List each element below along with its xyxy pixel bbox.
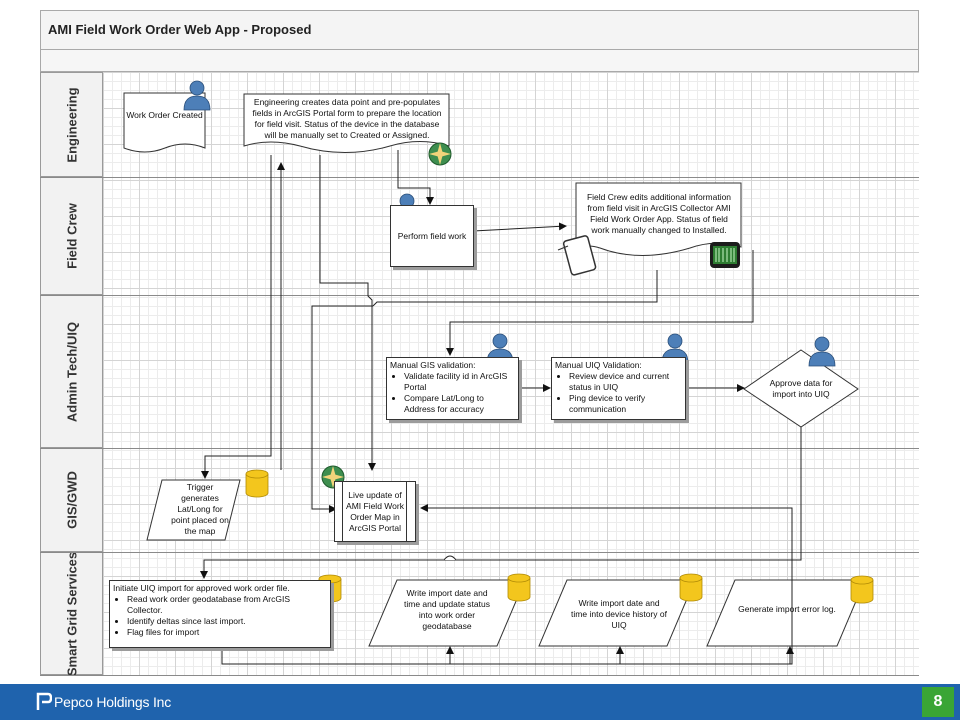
database-icon <box>245 469 269 498</box>
tablet-icon <box>557 235 597 276</box>
approve-data-text: Approve data for import into UIQ <box>769 378 833 399</box>
lane-header-admin-tech: Admin Tech/UIQ <box>40 295 103 448</box>
list-item: Validate facility id in ArcGIS Portal <box>404 371 515 393</box>
trigger-shape <box>146 479 241 541</box>
lane-divider <box>40 448 919 449</box>
perform-field-work-box: Perform field work <box>390 205 474 267</box>
diagram-title: AMI Field Work Order Web App - Proposed <box>48 22 312 37</box>
subprocess-bar <box>342 481 343 542</box>
field-crew-edits-text: Field Crew edits additional information … <box>586 192 732 235</box>
lane-divider <box>40 177 919 178</box>
write-import-history-shape <box>538 579 696 647</box>
footer-bar: Pepco Holdings Inc 8 <box>0 684 960 720</box>
database-icon <box>507 573 531 602</box>
manual-gis-title: Manual GIS validation: <box>390 360 476 370</box>
lane-divider <box>40 295 919 296</box>
manual-gis-list: Validate facility id in ArcGIS Portal Co… <box>390 371 515 415</box>
generate-error-log-text: Generate import error log. <box>738 604 836 614</box>
subheader-bar <box>40 50 919 72</box>
lane-divider <box>40 675 919 676</box>
manual-uiq-box: Manual UIQ Validation: Review device and… <box>551 357 686 420</box>
compass-icon <box>428 142 452 166</box>
list-item: Read work order geodatabase from ArcGIS … <box>127 594 327 616</box>
company-name: Pepco Holdings Inc <box>54 694 172 710</box>
list-item: Ping device to verify communication <box>569 393 682 415</box>
page-number-badge: 8 <box>922 687 954 717</box>
lane-header-smart-grid: Smart Grid Services <box>40 551 103 676</box>
write-import-history-text: Write import date and time into device h… <box>571 598 667 630</box>
work-order-created-text: Work Order Created <box>126 110 203 120</box>
lane-header-gis-gwd: GIS/GWD <box>40 448 103 552</box>
person-icon <box>183 80 211 111</box>
manual-uiq-list: Review device and current status in UIQ … <box>555 371 682 415</box>
list-item: Flag files for import <box>127 627 327 638</box>
write-import-status-shape <box>368 579 526 647</box>
pepco-logo-icon <box>36 692 52 710</box>
manual-gis-box: Manual GIS validation: Validate facility… <box>386 357 519 420</box>
write-import-status-text: Write import date and time and update st… <box>403 588 490 631</box>
database-icon <box>679 573 703 602</box>
barcode-scanner-icon <box>710 242 740 268</box>
database-icon <box>850 575 874 604</box>
initiate-import-title: Initiate UIQ import for approved work or… <box>113 583 290 593</box>
list-item: Compare Lat/Long to Address for accuracy <box>404 393 515 415</box>
subprocess-bar <box>406 481 407 542</box>
generate-error-log-shape <box>706 579 866 647</box>
lane-header-engineering: Engineering <box>40 72 103 177</box>
list-item: Identify deltas since last import. <box>127 616 327 627</box>
live-update-box: Live update of AMI Field Work Order Map … <box>334 481 416 542</box>
title-bar: AMI Field Work Order Web App - Proposed <box>40 10 919 50</box>
live-update-text: Live update of AMI Field Work Order Map … <box>346 489 404 533</box>
engineering-creates-text: Engineering creates data point and pre-p… <box>252 97 442 140</box>
trigger-text: Trigger generates Lat/Long for point pla… <box>171 482 229 536</box>
manual-uiq-title: Manual UIQ Validation: <box>555 360 642 370</box>
lane-header-field-crew: Field Crew <box>40 177 103 295</box>
engineering-creates-shape <box>243 93 450 153</box>
initiate-import-list: Read work order geodatabase from ArcGIS … <box>113 594 327 638</box>
lane-divider <box>40 552 919 553</box>
perform-field-work-text: Perform field work <box>397 230 467 241</box>
initiate-import-box: Initiate UIQ import for approved work or… <box>109 580 331 648</box>
person-icon <box>808 336 836 367</box>
list-item: Review device and current status in UIQ <box>569 371 682 393</box>
